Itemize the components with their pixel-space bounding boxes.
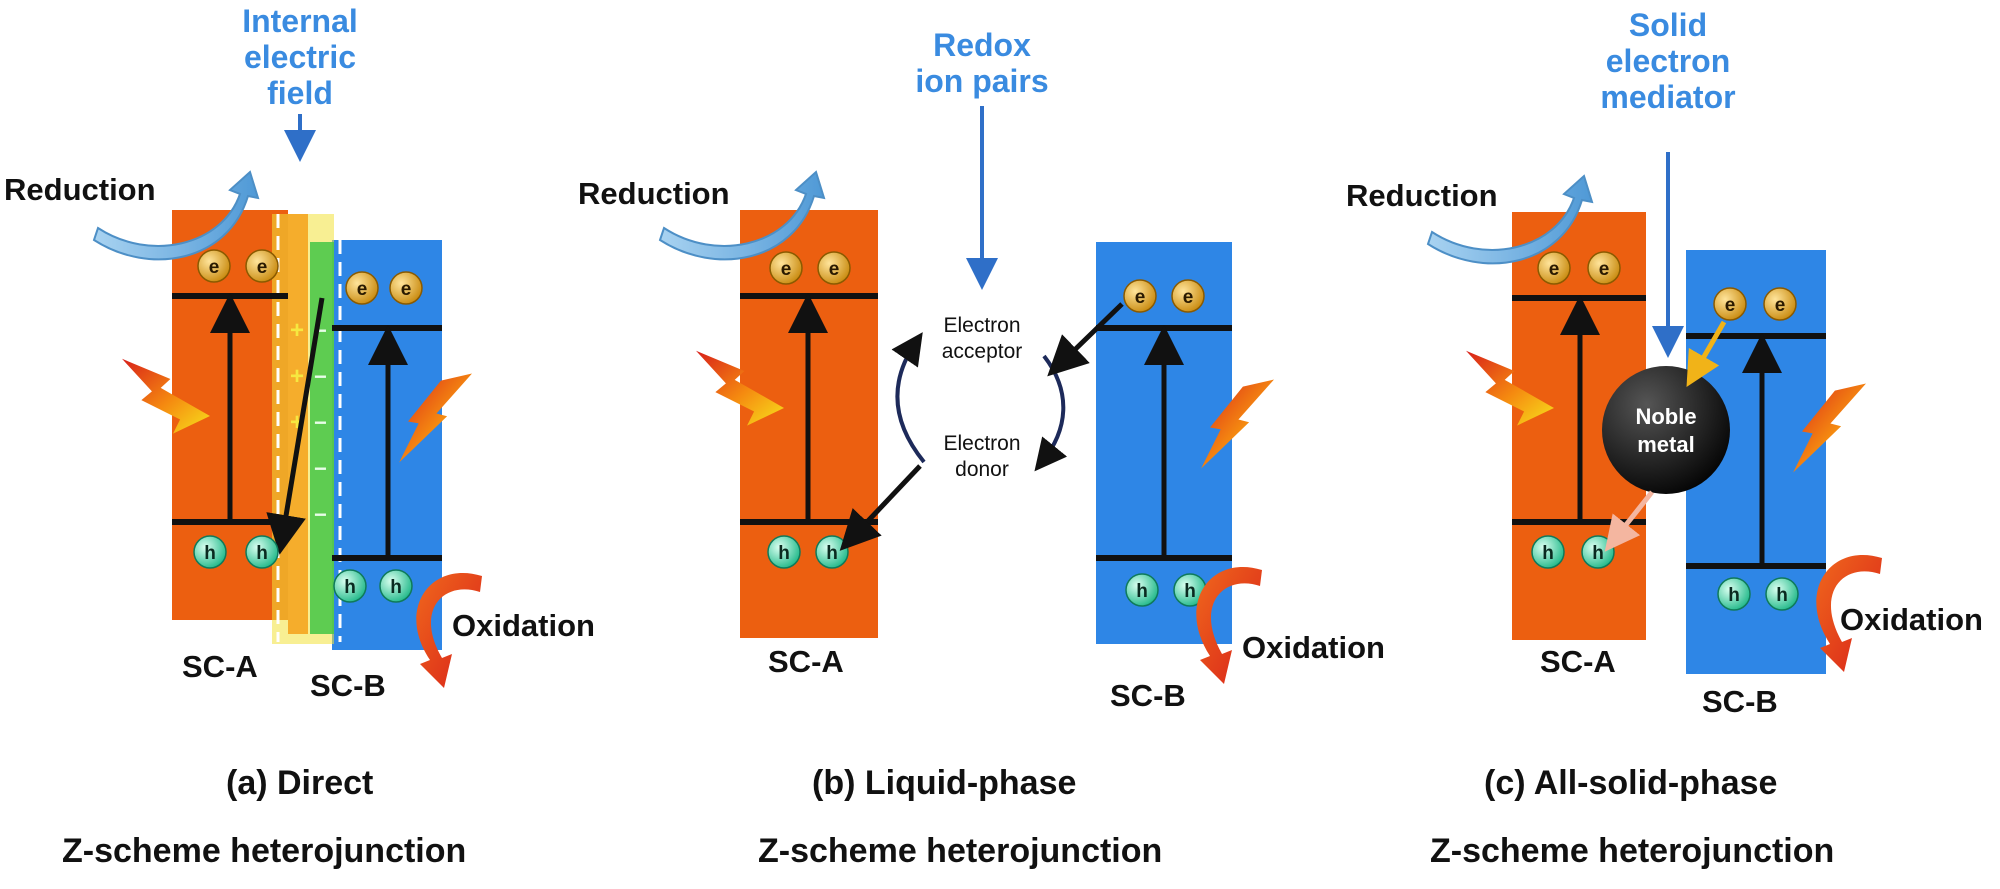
svg-text:h: h: [1184, 581, 1196, 602]
acceptor-label-line2: acceptor: [942, 340, 1023, 363]
caption-a-line2: Z-scheme heterojunction: [62, 832, 466, 870]
curved-arrow-icon: [92, 170, 260, 261]
svg-text:e: e: [1549, 259, 1560, 280]
mediator-label-line1: Solid: [1629, 7, 1707, 43]
caption-c-line2: Z-scheme heterojunction: [1430, 832, 1834, 870]
panel-b: Redox ion pairs e e e e h h: [578, 27, 1385, 870]
curved-arrow-icon: [1816, 554, 1882, 672]
acceptor-label-line1: Electron: [943, 314, 1020, 337]
panel-c: Solid electron mediator e e e e h h: [1346, 7, 1983, 870]
charge-transfer-arrow: [266, 297, 325, 555]
svg-text:e: e: [257, 257, 268, 278]
caption-b-line1: (b) Liquid-phase: [812, 764, 1076, 802]
mediator-label-line2: electron: [1606, 43, 1730, 79]
sc-a-label: SC-A: [1540, 644, 1616, 679]
noble-metal-label-line1: Noble: [1635, 404, 1696, 429]
field-label-line1: Internal: [242, 3, 358, 39]
sc-b-label: SC-B: [1702, 684, 1778, 719]
svg-text:h: h: [1136, 581, 1148, 602]
noble-metal-label-line2: metal: [1637, 432, 1694, 457]
curved-arrow-icon: [658, 170, 826, 261]
svg-text:h: h: [1592, 543, 1604, 564]
field-label-line3: field: [267, 75, 333, 111]
panel-a: Internal electric field + + + − − − − −: [4, 3, 595, 870]
svg-text:h: h: [778, 543, 790, 564]
svg-text:−: −: [314, 410, 327, 435]
reduction-label: Reduction: [1346, 178, 1498, 213]
reduction-label: Reduction: [578, 176, 730, 211]
caption-b-line2: Z-scheme heterojunction: [758, 832, 1162, 870]
redox-label-line2: ion pairs: [915, 63, 1048, 99]
sc-b-holes: h h: [333, 569, 413, 603]
svg-text:−: −: [314, 456, 327, 481]
svg-text:−: −: [314, 364, 327, 389]
svg-text:h: h: [1542, 543, 1554, 564]
reduction-label: Reduction: [4, 172, 156, 207]
metal-to-hole-arrow: [1604, 490, 1654, 552]
redox-cycle-left-arrow: [891, 332, 926, 464]
caption-c-line1: (c) All-solid-phase: [1484, 764, 1777, 802]
svg-text:h: h: [256, 543, 268, 564]
svg-text:h: h: [1728, 585, 1740, 606]
field-label-line2: electric: [244, 39, 356, 75]
svg-text:e: e: [829, 259, 840, 280]
sc-a-holes: h h: [193, 535, 279, 569]
svg-text:h: h: [204, 543, 216, 564]
sc-a-label: SC-A: [768, 644, 844, 679]
svg-text:h: h: [1776, 585, 1788, 606]
oxidation-label: Oxidation: [452, 608, 595, 643]
curved-arrow-icon: [1426, 174, 1594, 265]
redox-cycle-right-arrow: [1034, 354, 1068, 472]
svg-text:e: e: [357, 279, 368, 300]
noble-metal-particle: [1602, 366, 1730, 494]
svg-text:h: h: [826, 543, 838, 564]
svg-text:h: h: [390, 577, 402, 598]
sc-b-label: SC-B: [310, 668, 386, 703]
svg-text:e: e: [1183, 287, 1194, 308]
svg-text:e: e: [1725, 295, 1736, 316]
svg-text:+: +: [290, 317, 304, 344]
sc-b-electrons: e e: [345, 271, 423, 305]
sc-b-holes: h h: [1125, 573, 1207, 607]
svg-text:e: e: [1775, 295, 1786, 316]
svg-text:+: +: [290, 363, 304, 390]
svg-text:e: e: [401, 279, 412, 300]
electron-to-acceptor-arrow: [1047, 302, 1124, 377]
sc-b-electrons: e e: [1123, 279, 1205, 313]
oxidation-label: Oxidation: [1840, 602, 1983, 637]
oxidation-label: Oxidation: [1242, 630, 1385, 665]
caption-a-line1: (a) Direct: [226, 764, 373, 802]
sc-b-holes: h h: [1717, 577, 1799, 611]
electron-to-metal-arrow: [1686, 320, 1727, 387]
sc-a-electrons: e e: [197, 249, 279, 283]
svg-text:e: e: [781, 259, 792, 280]
sc-a-label: SC-A: [182, 649, 258, 684]
mediator-label-line3: mediator: [1600, 79, 1735, 115]
svg-text:e: e: [1135, 287, 1146, 308]
redox-label-line1: Redox: [933, 27, 1031, 63]
sc-b-label: SC-B: [1110, 678, 1186, 713]
svg-text:e: e: [209, 257, 220, 278]
sc-a-electrons: e e: [1537, 251, 1621, 285]
curved-arrow-icon: [416, 572, 482, 688]
donor-label-line2: donor: [955, 458, 1009, 481]
sc-a-holes: h h: [1531, 535, 1615, 569]
svg-text:−: −: [314, 502, 327, 527]
svg-text:e: e: [1599, 259, 1610, 280]
donor-label-line1: Electron: [943, 432, 1020, 455]
donor-to-hole-arrow: [839, 464, 922, 551]
svg-text:h: h: [344, 577, 356, 598]
sc-a-electrons: e e: [769, 251, 851, 285]
curved-arrow-icon: [1196, 566, 1262, 684]
sc-b-electrons: e e: [1713, 287, 1797, 321]
